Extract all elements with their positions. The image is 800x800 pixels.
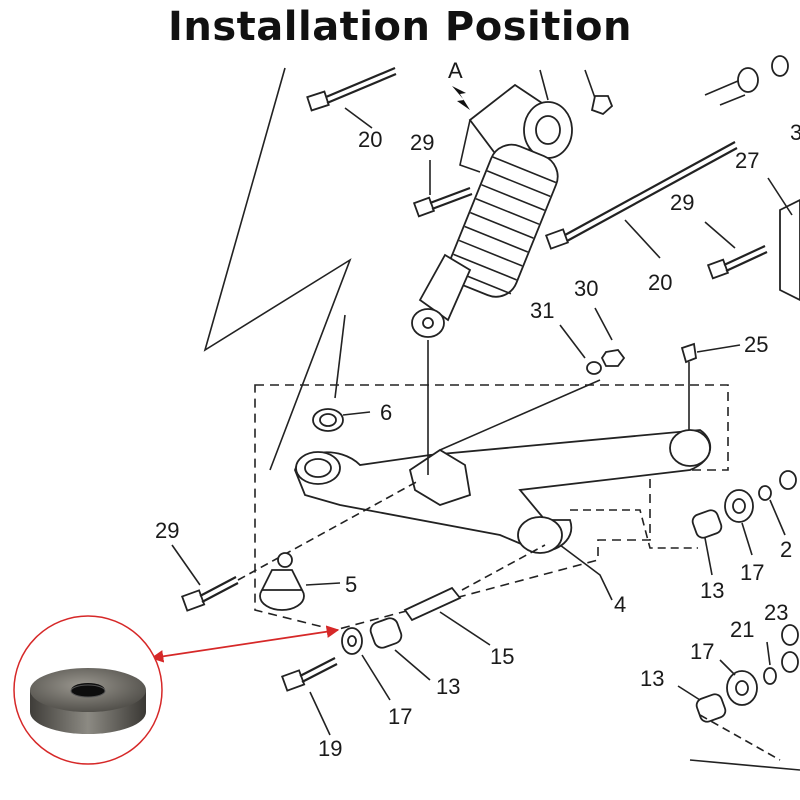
right-bushing-set — [570, 470, 797, 576]
lower-right-set — [677, 624, 799, 761]
callout-17: 17 — [690, 639, 714, 664]
callout-13: 13 — [640, 666, 664, 691]
view-marker-a: A — [448, 58, 470, 110]
view-marker-label: A — [448, 58, 463, 83]
callout-21: 21 — [730, 617, 754, 642]
callout-29: 29 — [670, 190, 694, 215]
callout-13: 13 — [700, 578, 724, 603]
washer-photo-inset — [13, 615, 163, 765]
washer-icon — [30, 668, 146, 734]
bolt-20-long — [544, 141, 738, 259]
bolt-29-shock — [412, 160, 473, 218]
small-hardware — [439, 307, 741, 451]
bolt-19 — [280, 657, 338, 736]
highlight-arrow — [150, 625, 340, 663]
callout-19: 19 — [318, 736, 342, 761]
callout-13: 13 — [436, 674, 460, 699]
circlip-6 — [312, 314, 371, 432]
frame-outline — [203, 67, 800, 771]
callout-4: 4 — [614, 592, 626, 617]
callout-30: 30 — [574, 276, 598, 301]
callout-25: 25 — [744, 332, 768, 357]
callout-20: 20 — [358, 127, 382, 152]
assembly-dashed-box — [254, 384, 729, 631]
callout-23: 23 — [764, 600, 788, 625]
ball-joint-5 — [259, 552, 341, 611]
callout-31: 31 — [530, 298, 554, 323]
callout-27: 27 — [735, 148, 759, 173]
upper-right-parts — [704, 55, 800, 302]
page-title: Installation Position — [167, 4, 632, 50]
pivot-parts-center — [341, 544, 546, 701]
callout-3: 3 — [790, 120, 800, 145]
bolt-20-top — [306, 66, 397, 129]
callout-2: 2 — [780, 537, 792, 562]
shock-absorber — [411, 69, 614, 338]
callout-17: 17 — [740, 560, 764, 585]
callout-17: 17 — [388, 704, 412, 729]
view-arrow-icon — [452, 86, 470, 110]
callout-15: 15 — [490, 644, 514, 669]
callout-29: 29 — [155, 518, 179, 543]
callout-labels: 20 29 27 3 29 20 31 30 25 6 29 5 4 2 17 … — [155, 120, 800, 761]
callout-20: 20 — [648, 270, 672, 295]
callout-5: 5 — [345, 572, 357, 597]
bolt-29-lower — [171, 479, 421, 612]
callout-29: 29 — [410, 130, 434, 155]
lower-a-arm — [294, 340, 712, 601]
callout-6: 6 — [380, 400, 392, 425]
